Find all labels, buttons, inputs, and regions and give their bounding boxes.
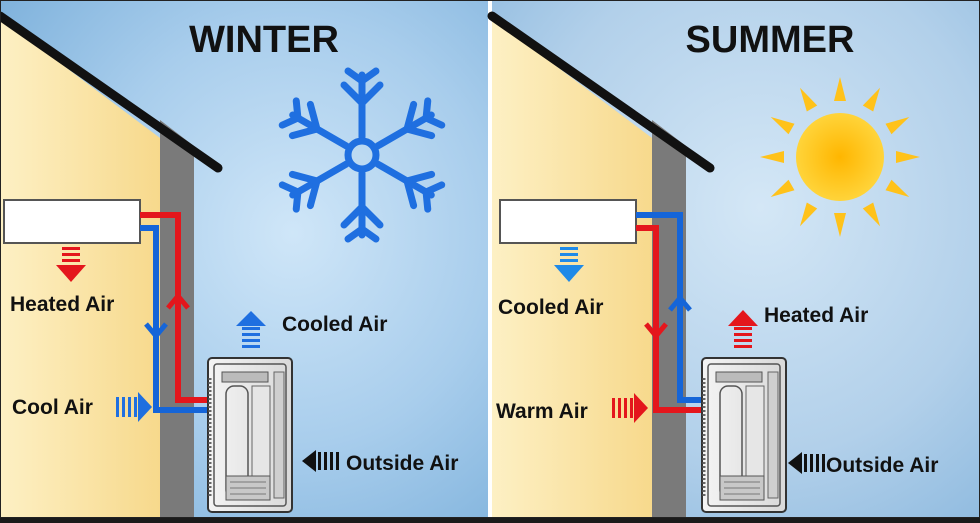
winter-cool-air-arrow bbox=[116, 392, 152, 422]
summer-warm-air-arrow bbox=[612, 393, 648, 423]
snowflake-icon bbox=[280, 67, 443, 239]
summer-panel: SUMMER bbox=[487, 0, 980, 518]
winter-hot-flow-arrow bbox=[166, 292, 190, 310]
winter-heated-air-arrow bbox=[56, 247, 86, 282]
winter-cooled-air-arrow bbox=[236, 311, 266, 348]
summer-title: SUMMER bbox=[686, 19, 855, 61]
winter-outside-air-arrow bbox=[302, 450, 339, 472]
winter-title: WINTER bbox=[189, 19, 339, 61]
winter-indoor-out-label: Heated Air bbox=[10, 293, 114, 316]
summer-hot-pipe bbox=[636, 225, 706, 413]
summer-cooled-air-arrow bbox=[554, 247, 584, 282]
summer-heated-air-arrow bbox=[728, 310, 758, 348]
winter-panel: WINTER Heat bbox=[0, 0, 488, 518]
winter-indoor-in-label: Cool Air bbox=[12, 396, 93, 419]
summer-hot-flow-arrow bbox=[644, 322, 668, 340]
summer-outdoor-exhaust-label: Heated Air bbox=[764, 304, 868, 327]
panel-divider bbox=[488, 0, 492, 518]
winter-outdoor-exhaust-label: Cooled Air bbox=[282, 313, 387, 336]
summer-cold-pipe bbox=[636, 212, 706, 403]
winter-outdoor-intake-label: Outside Air bbox=[346, 452, 458, 475]
summer-cold-flow-arrow bbox=[668, 294, 692, 312]
winter-outdoor-unit bbox=[206, 356, 294, 514]
summer-indoor-in-label: Warm Air bbox=[496, 400, 588, 423]
winter-indoor-unit bbox=[3, 199, 141, 244]
summer-outside-air-arrow bbox=[788, 452, 825, 474]
summer-outdoor-intake-label: Outside Air bbox=[826, 454, 938, 477]
winter-hot-pipe bbox=[140, 212, 212, 403]
winter-roof-line bbox=[0, 11, 223, 173]
summer-indoor-out-label: Cooled Air bbox=[498, 296, 603, 319]
summer-outdoor-unit bbox=[700, 356, 788, 514]
summer-indoor-unit bbox=[499, 199, 637, 244]
winter-cold-pipe bbox=[140, 225, 212, 413]
summer-roof-line bbox=[487, 11, 715, 173]
winter-cold-flow-arrow bbox=[144, 322, 168, 340]
sun-icon bbox=[760, 77, 920, 237]
